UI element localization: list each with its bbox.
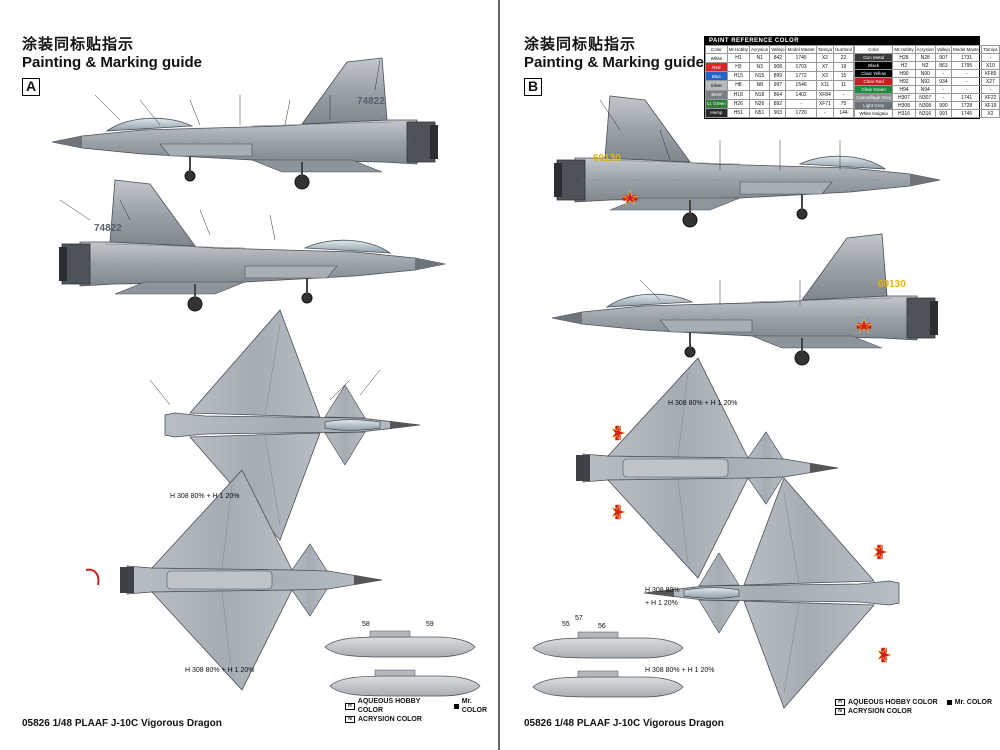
aqueous-box-icon: H <box>345 702 355 710</box>
legend-acrysion: ACRYSION COLOR <box>848 708 912 715</box>
mr-color-square-icon <box>453 703 459 709</box>
sheet-a-side-view-left: 74822 <box>51 57 439 190</box>
sheet-b-title-en: Painting & Marking guide <box>524 54 705 71</box>
legend-acrysion: ACRYSION COLOR <box>358 716 422 723</box>
acrysion-box-icon: N <box>835 708 845 715</box>
sheet-a-title-en: Painting & Marking guide <box>22 54 203 71</box>
serial-number: 60130 <box>878 279 906 290</box>
sheet-a-bottom-view <box>85 469 383 691</box>
leader-lines <box>59 59 841 406</box>
paint-table-row: White InsigniaH316N3169911745X2130 <box>854 109 1000 118</box>
sheet-a-mix-note-top: H 308 80% + H 1 20% <box>170 493 239 500</box>
paint-table-cell: 903 <box>769 107 787 119</box>
tank-part-number: 57 <box>575 615 583 622</box>
sheet-b-footer: 05826 1/48 PLAAF J-10C Vigorous Dragon <box>524 718 724 729</box>
sheet-b-side-view-right: 60130 <box>551 233 939 366</box>
aqueous-box-icon: H <box>835 699 845 706</box>
paint-table-cell: N316 <box>914 109 936 118</box>
sheet-a-footer: 05826 1/48 PLAAF J-10C Vigorous Dragon <box>22 718 222 729</box>
sheet-a-drop-tank <box>324 630 481 697</box>
paint-table-cell: 144 <box>833 107 855 119</box>
serial-number: 74822 <box>357 96 385 107</box>
paint-table-row: Light GreyH308N3089901728XF19127 <box>854 101 1000 110</box>
sheet-b-mix-note-top: H 308 80% + H 1 20% <box>668 400 737 407</box>
legend-mr: Mr. COLOR <box>461 698 488 714</box>
mr-color-square-icon <box>946 700 952 705</box>
sheet-b-drop-tank <box>532 631 684 698</box>
sheet-b-panel-letter: B <box>524 78 542 96</box>
sheet-a-mix-note-bottom: H 308 80% + H 1 20% <box>185 667 254 674</box>
legend-mr: Mr. COLOR <box>954 699 993 706</box>
tank-part-number: 59 <box>426 621 434 628</box>
sheet-b-mix-note-bottom: H 308 80% + H 1 20% <box>645 667 714 674</box>
legend-aqueous: AQUEOUS HOBBY COLOR <box>848 699 938 706</box>
sheet-a-panel-letter: A <box>22 78 40 96</box>
sheet-a-side-view-right: 74822 <box>58 179 446 312</box>
tank-part-number: 55 <box>562 621 570 628</box>
tank-part-number: 58 <box>362 621 370 628</box>
acrysion-box-icon: N <box>345 716 355 723</box>
sheet-b: 涂装同标贴指示 Painting & Marking guide B 05826… <box>500 0 1000 750</box>
paint-table-heading: PAINT REFERENCE COLOR <box>705 37 979 45</box>
sheet-b-title-cn: 涂装同标贴指示 <box>524 35 637 53</box>
sheet-a-title-cn: 涂装同标贴指示 <box>22 35 135 53</box>
serial-number: 74822 <box>94 223 122 234</box>
sheet-b-side-view-left: 60130 <box>553 95 941 228</box>
paint-table-cell: N51 <box>749 107 771 119</box>
sheet-b-mix-note-mid: H 308 80% <box>645 587 680 594</box>
legend-aqueous: AQUEOUS HOBBY COLOR <box>357 698 421 714</box>
paint-table-cell: X2 <box>981 109 1000 118</box>
paint-table-row: BlackH2N28631795X1053 <box>854 61 1000 70</box>
paint-table-cell: - <box>815 107 835 119</box>
serial-number: 60130 <box>593 153 621 164</box>
tank-part-number: 56 <box>598 623 606 630</box>
sheet-a-top-view <box>164 309 421 541</box>
paint-table-cell: 991 <box>934 109 953 118</box>
sheet-b-mix-note-mid-2: + H 1 20% <box>645 600 678 607</box>
